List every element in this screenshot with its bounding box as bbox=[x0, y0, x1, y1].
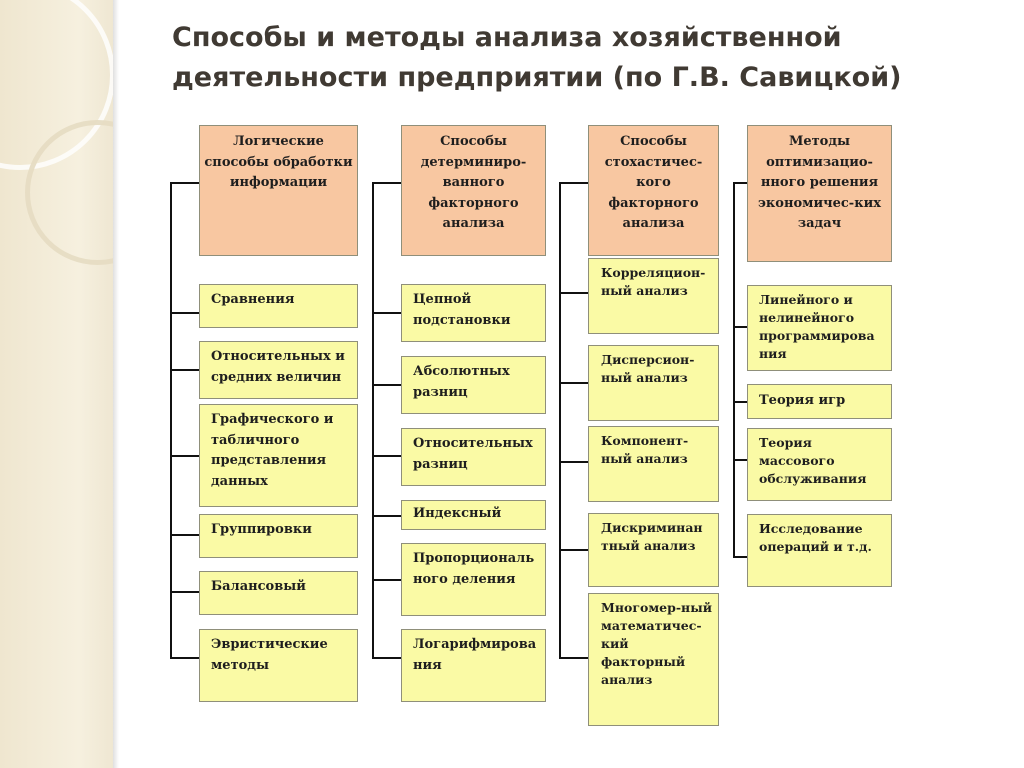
connector-line bbox=[372, 515, 402, 517]
column-3-header: Способы стохастичес-кого факторного анал… bbox=[588, 125, 719, 256]
column-3-item-2: Дисперсион-ный анализ bbox=[588, 345, 719, 421]
connector-line bbox=[733, 182, 747, 184]
column-4-item-1: Линейного и нелинейного программирова ни… bbox=[747, 285, 892, 371]
column-3-item-3: Компонент-ный анализ bbox=[588, 426, 719, 502]
connector-line bbox=[170, 455, 200, 457]
connector-line bbox=[559, 182, 561, 659]
column-2-item-6: Логарифмирова ния bbox=[401, 629, 546, 702]
connector-line bbox=[170, 591, 200, 593]
column-2-item-3: Относительных разниц bbox=[401, 428, 546, 486]
connector-line bbox=[372, 384, 402, 386]
connector-line bbox=[559, 292, 589, 294]
column-1-item-4: Группировки bbox=[199, 514, 358, 558]
connector-line bbox=[372, 182, 374, 659]
connector-line bbox=[559, 382, 589, 384]
connector-line bbox=[170, 312, 200, 314]
connector-line bbox=[372, 455, 402, 457]
column-2-item-1: Цепной подстановки bbox=[401, 284, 546, 342]
column-1-item-2: Относительных и средних величин bbox=[199, 341, 358, 399]
connector-line bbox=[559, 182, 589, 184]
connector-line bbox=[733, 401, 747, 403]
connector-line bbox=[170, 534, 200, 536]
column-1-item-6: Эвристические методы bbox=[199, 629, 358, 702]
column-4-item-2: Теория игр bbox=[747, 384, 892, 419]
column-2-item-4: Индексный bbox=[401, 500, 546, 530]
connector-line bbox=[559, 461, 589, 463]
column-1-item-5: Балансовый bbox=[199, 571, 358, 615]
connector-line bbox=[559, 657, 589, 659]
decorative-side-panel bbox=[0, 0, 113, 768]
connector-line bbox=[733, 182, 735, 558]
column-2-header: Способы детерминиро-ванного факторного а… bbox=[401, 125, 546, 256]
connector-line bbox=[170, 182, 200, 184]
column-4-header: Методы оптимизацио-нного решения экономи… bbox=[747, 125, 892, 262]
column-2-item-5: Пропорциональ ного деления bbox=[401, 543, 546, 616]
column-3-item-1: Корреляцион-ный анализ bbox=[588, 258, 719, 334]
slide-edge-shadow bbox=[113, 0, 119, 768]
column-1-item-3: Графического и табличного представления … bbox=[199, 404, 358, 507]
column-3-item-5: Многомер-ный математичес-кий факторный а… bbox=[588, 593, 719, 726]
connector-line bbox=[559, 549, 589, 551]
column-2-item-2: Абсолютных разниц bbox=[401, 356, 546, 414]
column-1-item-1: Сравнения bbox=[199, 284, 358, 328]
slide-title: Способы и методы анализа хозяйственной д… bbox=[172, 22, 902, 93]
connector-line bbox=[733, 459, 747, 461]
connector-line bbox=[170, 369, 200, 371]
column-1-header: Логические способы обработки информации bbox=[199, 125, 358, 256]
connector-line bbox=[733, 556, 747, 558]
column-4-item-3: Теория массового обслуживания bbox=[747, 428, 892, 501]
column-4-item-4: Исследование операций и т.д. bbox=[747, 514, 892, 587]
connector-line bbox=[372, 579, 402, 581]
connector-line bbox=[372, 182, 402, 184]
connector-line bbox=[170, 657, 200, 659]
connector-line bbox=[372, 312, 402, 314]
connector-line bbox=[170, 182, 172, 659]
connector-line bbox=[372, 657, 402, 659]
connector-line bbox=[733, 326, 747, 328]
column-3-item-4: Дискриминан тный анализ bbox=[588, 513, 719, 587]
